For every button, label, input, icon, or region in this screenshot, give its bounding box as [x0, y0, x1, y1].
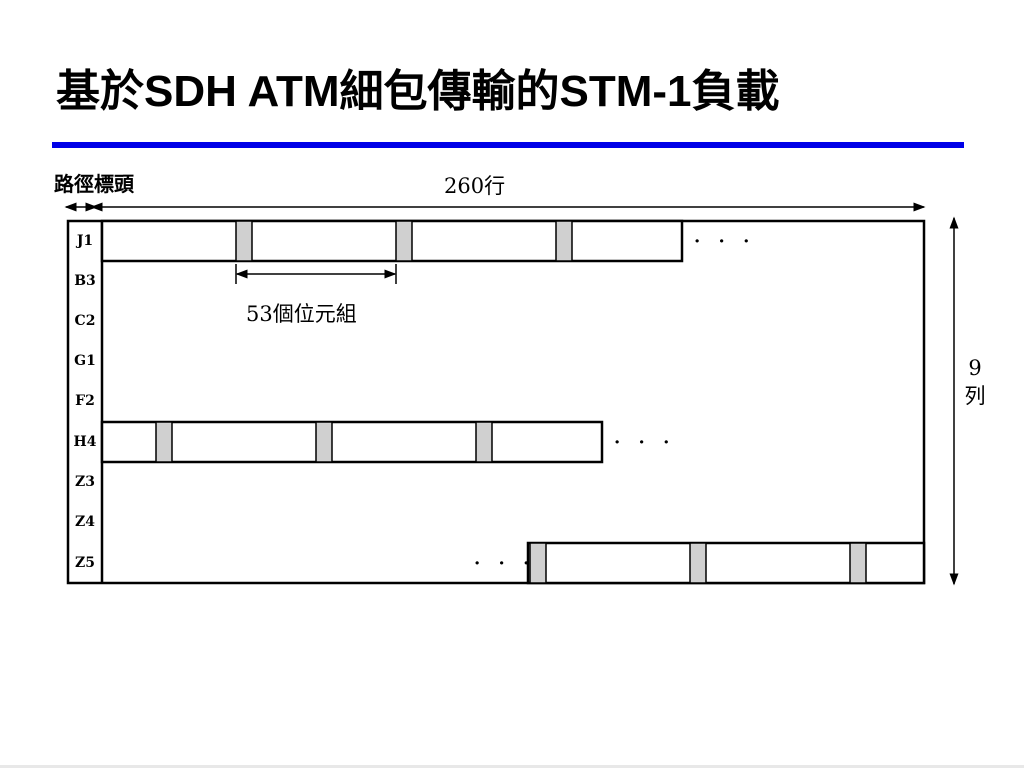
cell-header [235, 220, 253, 262]
overhead-byte-c2: C2 [74, 313, 96, 329]
title-part-3: 細包傳輸的 [339, 66, 560, 117]
slide-title: 基於SDH ATM細包傳輸的STM-1負載 [56, 62, 780, 122]
overhead-byte-h4: H4 [73, 434, 97, 450]
overhead-byte-z4: Z4 [75, 514, 95, 530]
cell-header [315, 421, 333, 463]
cell-header [395, 220, 413, 262]
overhead-byte-z3: Z3 [75, 474, 95, 490]
title-part-1: 基於 [56, 66, 144, 117]
overhead-byte-g1: G1 [74, 353, 96, 369]
cell-header [689, 542, 707, 584]
cell-stream-row-1 [100, 219, 684, 263]
payload-frame [66, 219, 926, 585]
continuation-dots-row-1: · · · [694, 231, 756, 252]
cell-header [555, 220, 573, 262]
rows-label: 9 列 [960, 354, 990, 410]
cell-size-label: 53個位元組 [246, 302, 357, 326]
continuation-dots-row-9: · · · [474, 553, 536, 574]
overhead-byte-f2: F2 [75, 393, 95, 409]
title-part-4: STM-1 [559, 67, 692, 116]
path-overhead-label: 路徑標頭 [54, 172, 134, 196]
columns-label: 260行 [444, 174, 506, 198]
rows-label-unit: 列 [964, 384, 986, 408]
cell-stream-row-9 [526, 541, 926, 585]
overhead-byte-z5: Z5 [75, 555, 95, 571]
cell-stream-row-6 [100, 420, 604, 464]
cell-header [155, 421, 173, 463]
cell-header [529, 542, 547, 584]
overhead-byte-b3: B3 [74, 273, 96, 289]
title-part-5: 負載 [691, 66, 780, 117]
cell-header [849, 542, 867, 584]
title-part-2: SDH ATM [144, 67, 340, 116]
overhead-byte-j1: J1 [76, 233, 94, 249]
title-rule [52, 142, 964, 148]
continuation-dots-row-6: · · · [614, 432, 676, 453]
rows-label-number: 9 [968, 356, 982, 380]
cell-header [475, 421, 493, 463]
footer-divider [0, 765, 1024, 768]
